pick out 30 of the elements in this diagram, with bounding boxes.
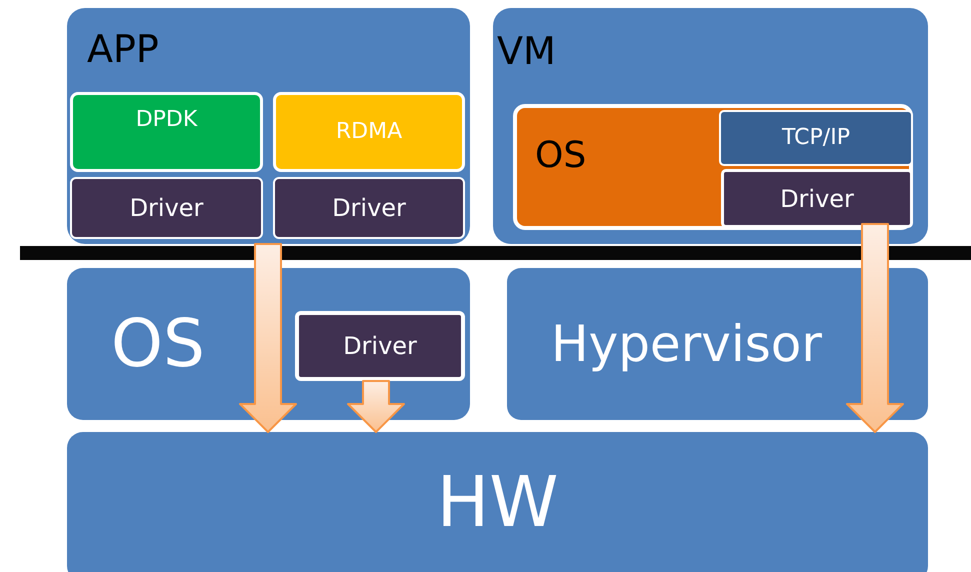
- layer-label: Hypervisor: [551, 319, 822, 369]
- library-box: [70, 92, 263, 172]
- layer-label: Driver: [130, 196, 204, 220]
- hypervisor-box: [507, 268, 928, 420]
- layer-label: DPDK: [136, 109, 198, 131]
- layer-label: HW: [436, 467, 558, 537]
- driver-box: [721, 169, 913, 228]
- driver-box: [295, 311, 465, 381]
- layer-label: Driver: [332, 196, 406, 220]
- application-layer-box: [67, 8, 470, 244]
- library-box: [273, 92, 465, 172]
- layer-label: Driver: [343, 334, 417, 358]
- block-arrow: [347, 380, 405, 433]
- layer-label: OS: [111, 311, 205, 377]
- guest-os-box: [513, 104, 913, 230]
- divider-bar: [20, 246, 971, 260]
- layer-label: OS: [535, 138, 586, 174]
- host-os-box: [67, 268, 470, 420]
- layer-label: Driver: [780, 186, 854, 210]
- virtual-machine-box: [493, 8, 928, 244]
- layer-label: VM: [497, 32, 556, 70]
- block-arrow: [846, 223, 904, 433]
- driver-box: [70, 177, 263, 239]
- block-arrow: [239, 243, 297, 433]
- layer-label: APP: [87, 30, 159, 68]
- network-stack-box: [719, 110, 913, 166]
- driver-box: [273, 177, 465, 239]
- hardware-box: [67, 432, 928, 572]
- layer-label: TCP/IP: [782, 127, 850, 149]
- layer-label: RDMA: [336, 121, 402, 143]
